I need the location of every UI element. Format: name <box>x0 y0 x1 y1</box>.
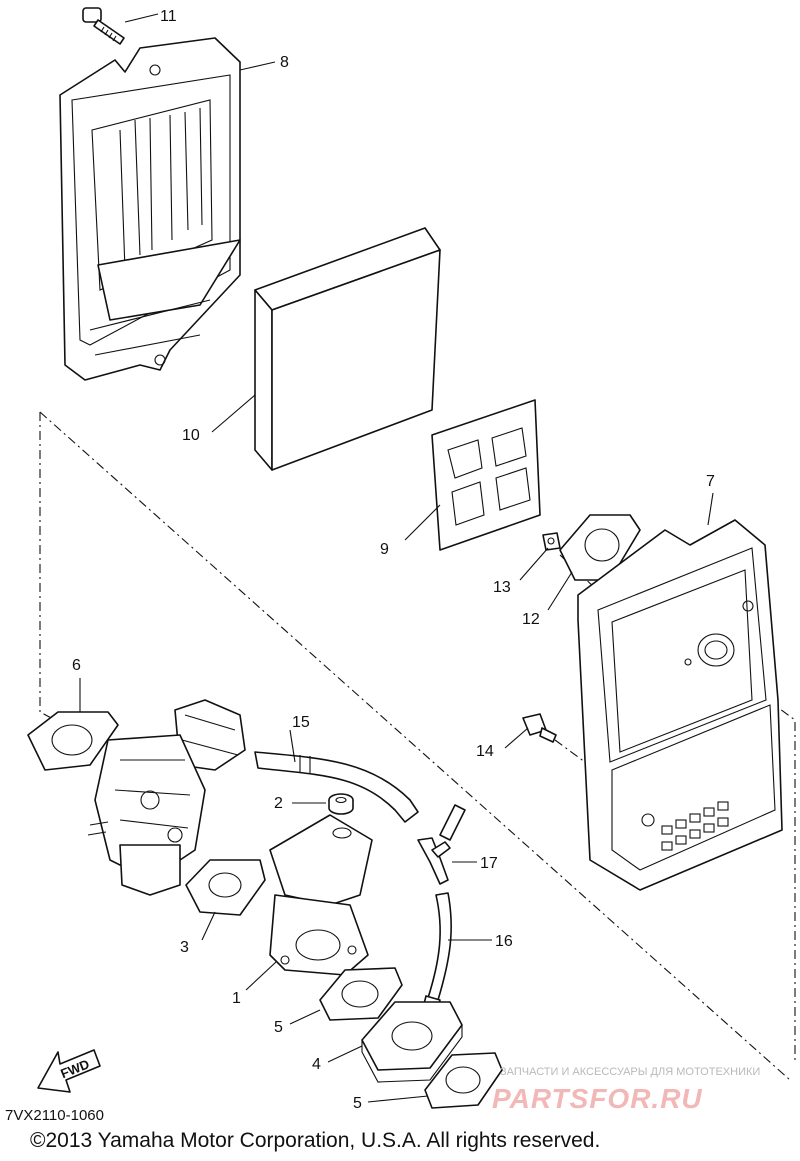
callout-4: 4 <box>312 1056 321 1073</box>
callout-8: 8 <box>280 54 289 71</box>
fwd-arrow-icon: FWD <box>37 1049 101 1093</box>
diagram-code: 7VX2110-1060 <box>5 1107 104 1124</box>
callout-12: 12 <box>522 611 540 628</box>
callout-labels: 11 8 10 9 7 13 12 14 6 15 2 17 16 3 1 5 … <box>72 8 715 1112</box>
callout-11: 11 <box>160 8 177 25</box>
gasket-5-upper <box>319 967 403 1021</box>
callout-1: 1 <box>232 990 241 1007</box>
joint-17 <box>417 837 451 885</box>
gasket-5-lower <box>424 1052 503 1109</box>
watermark: ЗАПЧАСТИ И АКСЕССУАРЫ ДЛЯ МОТОТЕХНИКИ PA… <box>492 1066 760 1114</box>
callout-10: 10 <box>182 427 200 444</box>
callout-13: 13 <box>493 579 511 596</box>
fwd-label: FWD <box>58 1056 91 1081</box>
bolt-11 <box>82 7 125 45</box>
screen-gasket-9 <box>431 399 541 551</box>
callout-3: 3 <box>180 939 189 956</box>
callout-5-upper: 5 <box>274 1019 283 1036</box>
callout-7: 7 <box>706 473 715 490</box>
breather-bolt-14 <box>522 713 557 743</box>
callout-15: 15 <box>292 714 310 731</box>
leader-lines <box>79 13 714 1103</box>
copyright-notice: ©2013 Yamaha Motor Corporation, U.S.A. A… <box>30 1129 600 1152</box>
filter-element-10 <box>254 227 441 471</box>
air-cleaner-case-8 <box>59 37 241 381</box>
grommet-2 <box>328 793 354 815</box>
gasket-3 <box>185 859 266 916</box>
air-cleaner-base-7 <box>577 519 783 891</box>
hose-15 <box>254 751 419 823</box>
callout-9: 9 <box>380 541 389 558</box>
watermark-caption: ЗАПЧАСТИ И АКСЕССУАРЫ ДЛЯ МОТОТЕХНИКИ <box>500 1066 760 1078</box>
insulator-4 <box>361 1001 463 1083</box>
hose-16 <box>423 892 452 1009</box>
gasket-6 <box>27 711 119 771</box>
callout-14: 14 <box>476 743 494 760</box>
nut-13 <box>542 532 561 551</box>
gasket-12 <box>559 514 641 581</box>
carburetor <box>87 699 246 896</box>
callout-5-lower: 5 <box>353 1095 362 1112</box>
hose-stub <box>439 804 466 841</box>
callout-16: 16 <box>495 933 513 950</box>
watermark-brand: PARTSFOR.RU <box>492 1083 703 1114</box>
vent-slots <box>661 801 729 851</box>
callout-17: 17 <box>480 855 498 872</box>
callout-2: 2 <box>274 795 283 812</box>
callout-6: 6 <box>72 657 81 674</box>
bracket-1 <box>269 814 373 976</box>
